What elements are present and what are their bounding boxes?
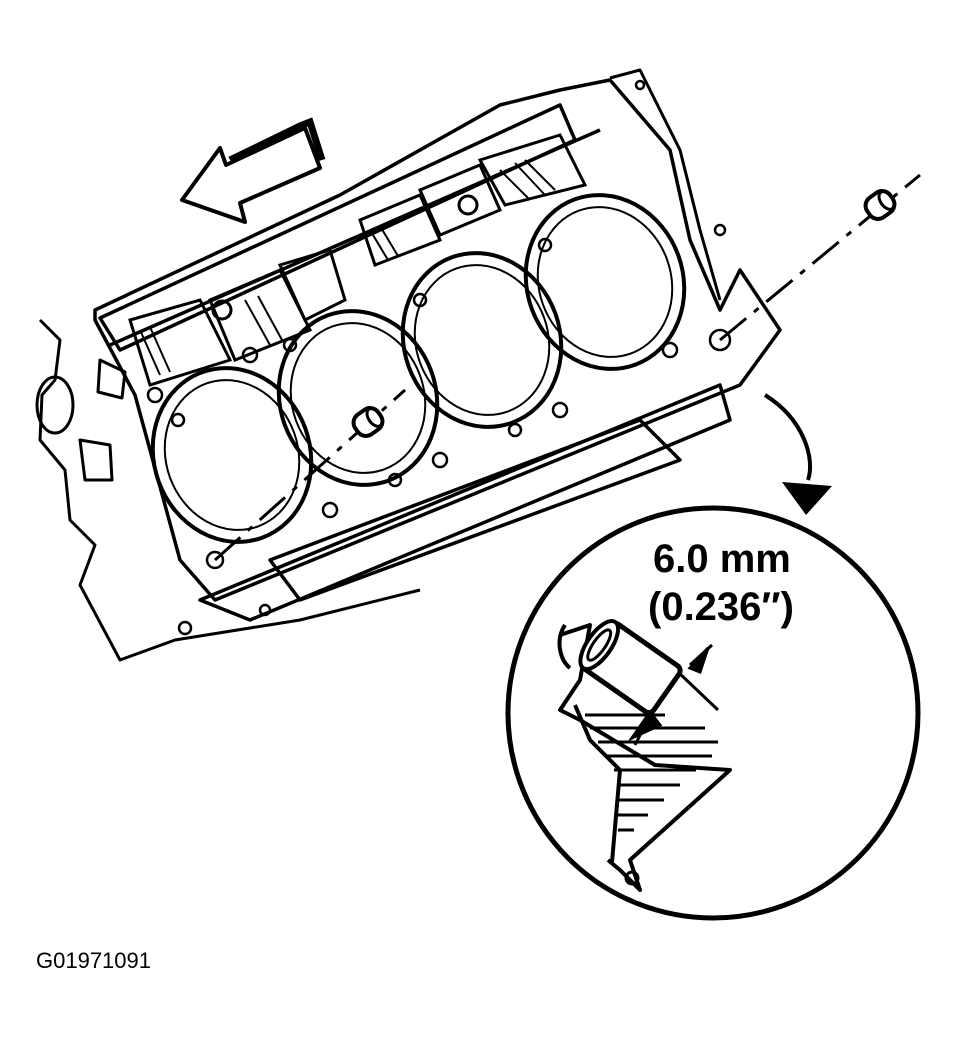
- figure-id: G01971091: [36, 948, 151, 973]
- dimension-imperial-label: (0.236″): [648, 585, 794, 629]
- crankcase-outline: [35, 68, 722, 662]
- detail-magnifier: 6.0 mm (0.236″): [505, 505, 921, 921]
- detail-dowel-pin: [578, 619, 683, 716]
- dowel-pin-front: [213, 388, 407, 562]
- cylinder-block-deck: [93, 78, 782, 622]
- cylinder-bore-3: [400, 251, 564, 429]
- lifter-hatching: [139, 159, 556, 376]
- lifter-guides: [128, 133, 588, 387]
- cylinder-bore-1: [150, 366, 314, 544]
- deck-holes: [146, 79, 732, 636]
- dowel-pin-rear: [719, 173, 921, 342]
- dimension-lines: [627, 643, 720, 746]
- front-direction-arrow: [180, 117, 326, 224]
- cylinder-bores: [150, 193, 687, 544]
- cylinder-bore-4: [523, 193, 687, 371]
- dimension-metric-label: 6.0 mm: [653, 537, 791, 581]
- detail-pointer-arrow: [763, 393, 832, 515]
